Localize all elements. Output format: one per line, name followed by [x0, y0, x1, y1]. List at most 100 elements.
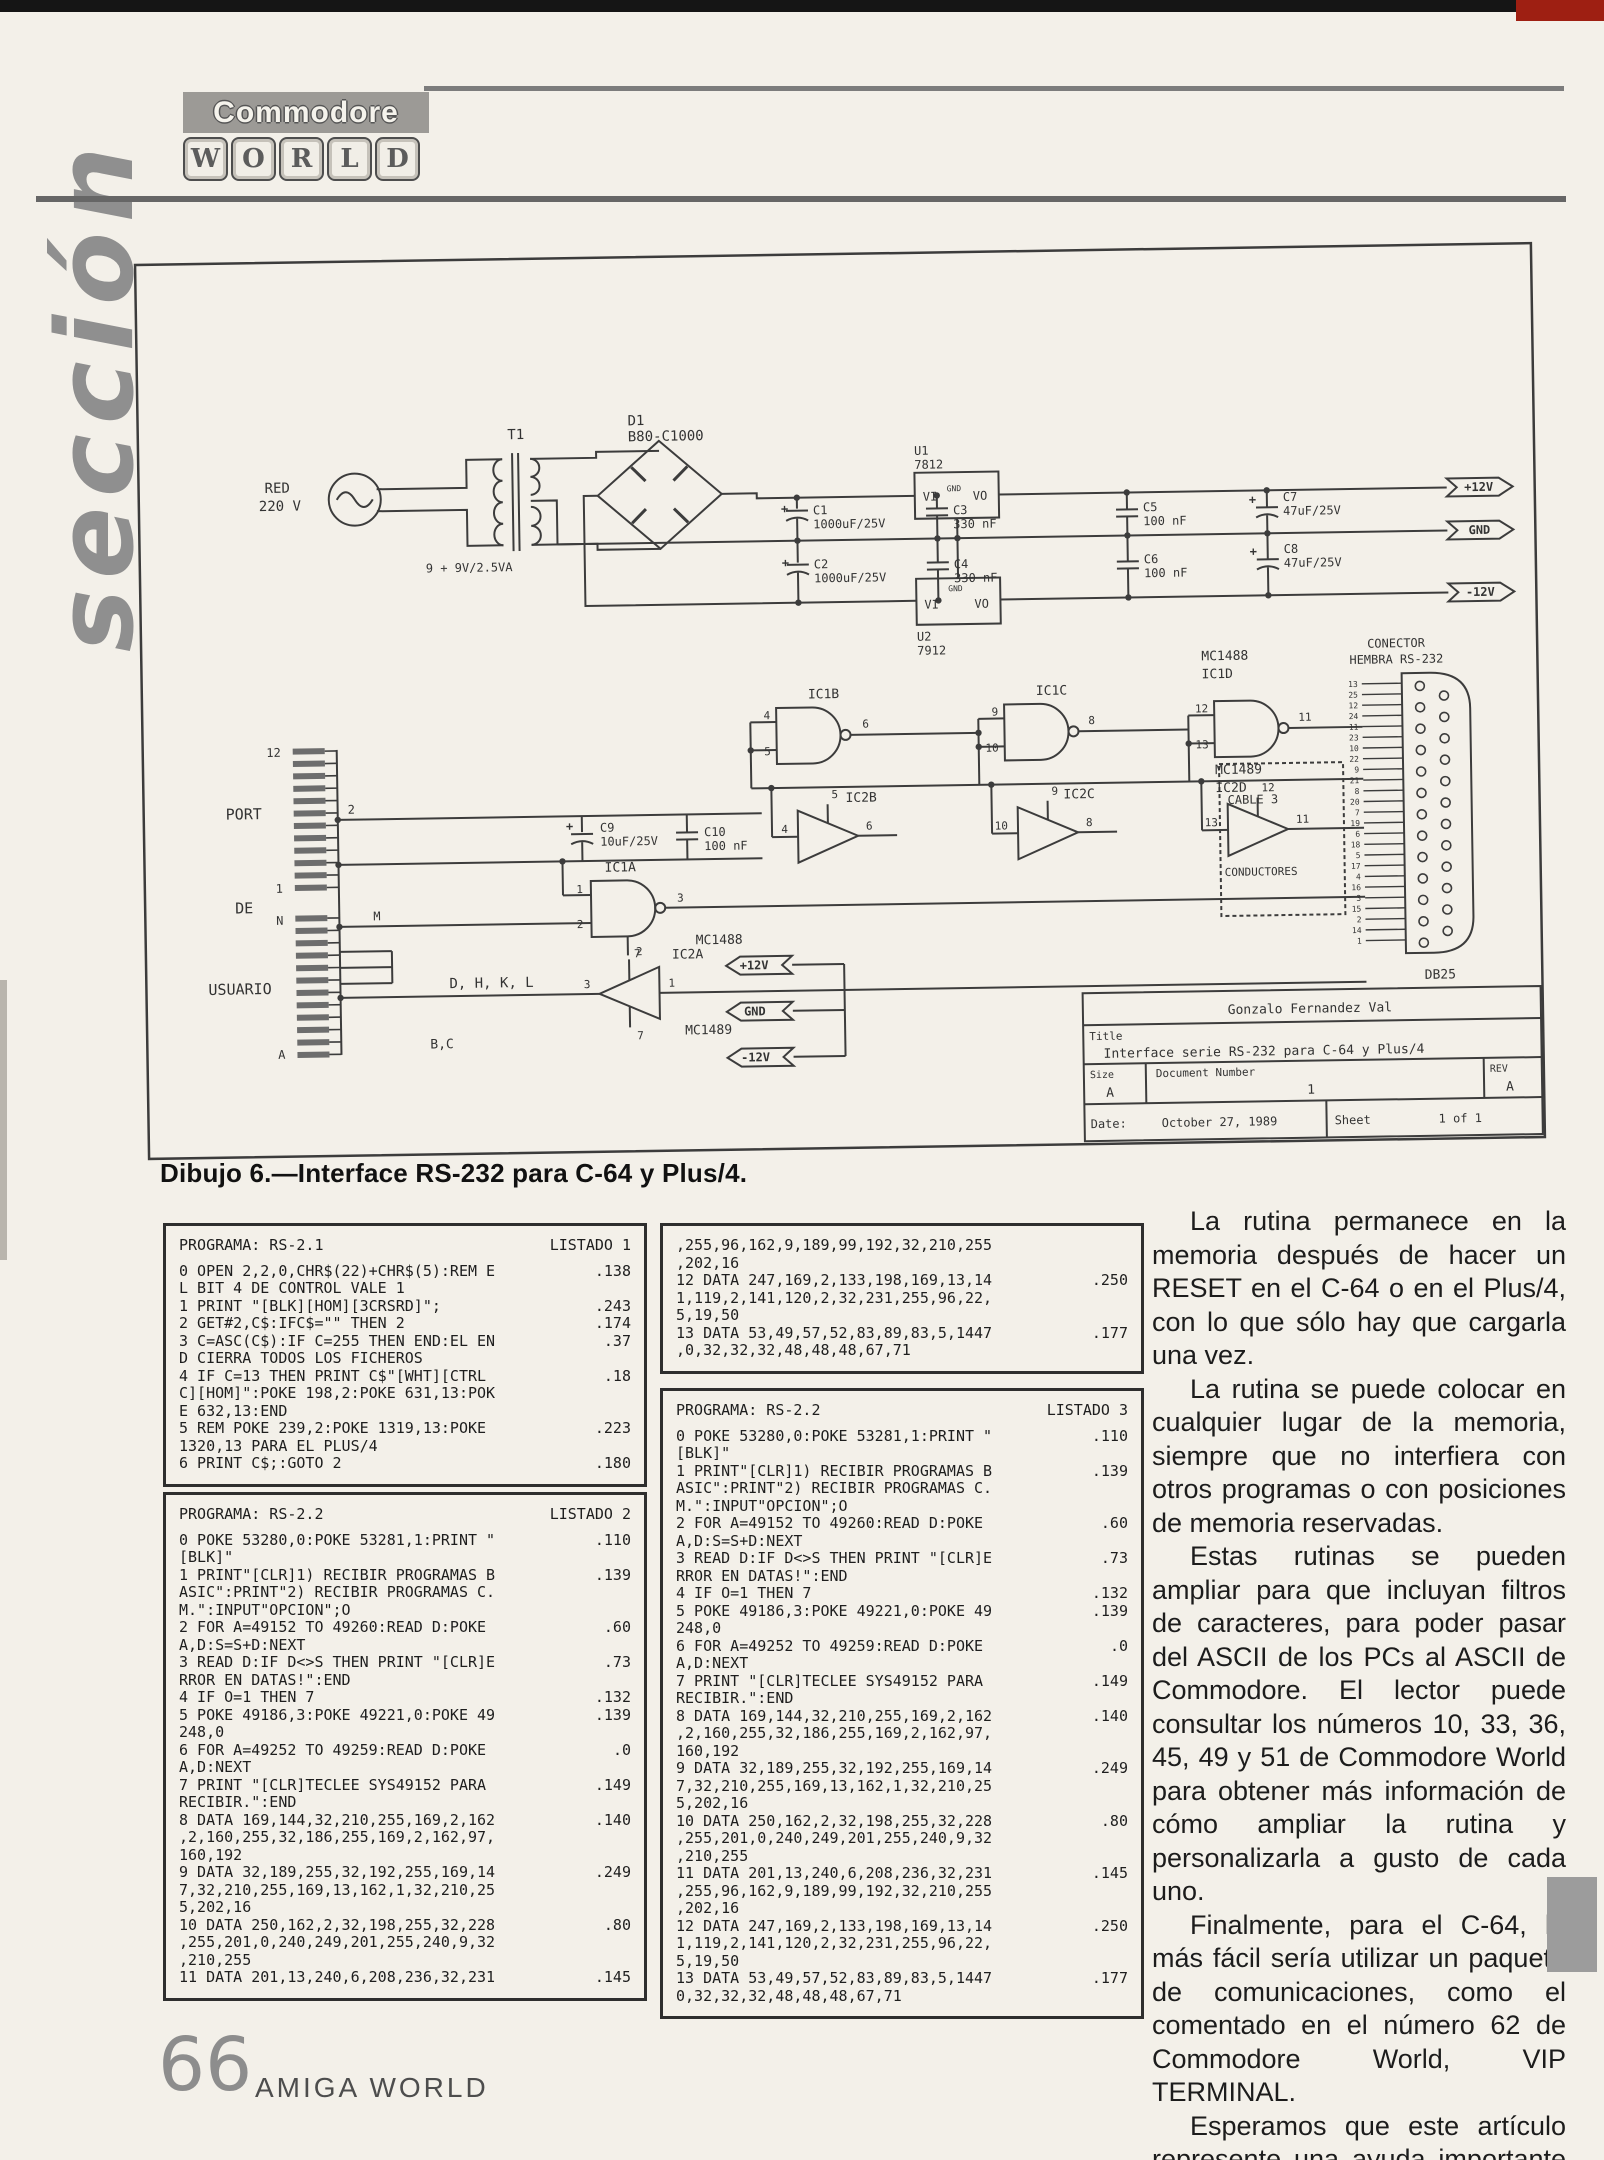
schematic-label: IC1C	[1036, 683, 1068, 698]
schematic-label: 6	[866, 820, 873, 833]
schematic-label: A	[1106, 1086, 1114, 1101]
schematic-label: Interface serie RS-232 para C-64 y Plus/…	[1103, 1042, 1424, 1062]
schematic-label: B80-C1000	[628, 428, 704, 445]
page-number: 66	[158, 2022, 253, 2108]
listing-2-label: LISTADO 2	[549, 1505, 631, 1523]
listing-2-continuation-box: ,255,96,162,9,189,99,192,32,210,255,202,…	[660, 1223, 1144, 1374]
schematic-label: 1 of 1	[1439, 1111, 1483, 1126]
listing-line: 2 FOR A=49152 TO 49260:READ D:POKE.60	[179, 1618, 631, 1636]
schematic-label: 1000uF/25V	[813, 516, 885, 531]
schematic-label: 220 V	[259, 498, 302, 515]
listing-line: 160,192	[676, 1741, 740, 1760]
article-text-column: La rutina permanece en la memoria despué…	[1152, 1205, 1566, 2160]
svg-text:4: 4	[1356, 872, 1361, 881]
schematic-label: 10	[985, 742, 998, 755]
svg-text:15: 15	[1352, 905, 1362, 914]
listing-3-header: PROGRAMA: RS-2.2 LISTADO 3	[676, 1401, 1128, 1420]
listing-line: 4 IF C=13 THEN PRINT C$"[WHT][CTRL.18	[179, 1366, 631, 1385]
svg-text:18: 18	[1351, 840, 1361, 849]
listing-line: 7 PRINT "[CLR]TECLEE SYS49152 PARA.149	[676, 1671, 1128, 1690]
schematic-label: 330 nF	[954, 571, 998, 586]
listing-line: RECIBIR.":END	[676, 1689, 794, 1707]
listing-line: 9 DATA 32,189,255,32,192,255,169,14.249	[676, 1759, 1128, 1777]
listing-line: 6 PRINT C$;:GOTO 2.180	[179, 1454, 631, 1472]
svg-text:7: 7	[1355, 808, 1360, 817]
header-rule-top	[424, 86, 1564, 91]
listing-line: M.":INPUT"OPCION";O	[676, 1496, 848, 1515]
schematic-label: MC1488	[1201, 649, 1248, 665]
listing-2-box: PROGRAMA: RS-2.2 LISTADO 2 0 POKE 53280,…	[163, 1492, 647, 2001]
listing-line: 12 DATA 247,169,2,133,198,169,13,14.250	[676, 1271, 1128, 1289]
listing-line: 13 DATA 53,49,57,52,83,89,83,5,1447.177	[676, 1323, 1128, 1342]
schematic-label: C10	[704, 825, 726, 839]
schematic-label: RED	[264, 481, 290, 497]
schematic-label: +12V	[740, 958, 769, 972]
svg-text:19: 19	[1350, 819, 1360, 828]
schematic-label: C7	[1283, 490, 1298, 504]
svg-text:20: 20	[1350, 798, 1360, 807]
listing-1-header: PROGRAMA: RS-2.1 LISTADO 1	[179, 1236, 631, 1255]
listing-line: ,255,96,162,9,189,99,192,32,210,255	[676, 1881, 993, 1900]
listing-line: 5 POKE 49186,3:POKE 49221,0:POKE 49.139	[179, 1705, 631, 1724]
schematic-label: -12V	[1466, 585, 1495, 599]
schematic-label: Size	[1090, 1070, 1114, 1081]
listing-line: 3 C=ASC(C$):IF C=255 THEN END:EL EN.37	[179, 1331, 631, 1350]
listing-line: ,2,160,255,32,186,255,169,2,162,97,	[179, 1828, 496, 1846]
schematic-label: 2	[577, 918, 584, 931]
schematic-label: 8	[1088, 714, 1095, 727]
listing-line: ,210,255	[676, 1846, 749, 1865]
schematic-label: 1	[576, 883, 583, 896]
listing-line: ,255,201,0,240,249,201,255,240,9,32	[179, 1933, 496, 1951]
schematic-label: HEMBRA RS-232	[1349, 652, 1443, 667]
schematic-label: 9	[1051, 785, 1058, 798]
schematic-label: +12V	[1464, 480, 1493, 494]
listing-line: RROR EN DATAS!":END	[179, 1670, 351, 1689]
commodore-logo: Commodore	[183, 92, 429, 133]
svg-text:25: 25	[1348, 691, 1358, 700]
schematic-label: 7812	[914, 457, 943, 471]
svg-text:5: 5	[1356, 851, 1361, 860]
listing-line: 8 DATA 169,144,32,210,255,169,2,162.140	[676, 1706, 1128, 1725]
schematic-svg: 1325122411231022921820719618517416315214…	[133, 241, 1547, 1161]
scan-top-red-mark	[1516, 0, 1604, 21]
listing-line: 0 OPEN 2,2,0,CHR$(22)+CHR$(5):REM E.138	[179, 1261, 631, 1280]
listing-line: A,D:NEXT	[676, 1654, 749, 1672]
svg-text:14: 14	[1352, 926, 1362, 935]
schematic-label: 12	[1261, 781, 1274, 794]
article-paragraph: La rutina se puede colocar en cualquier …	[1152, 1373, 1566, 1538]
schematic-label: Title	[1089, 1030, 1122, 1044]
listing-line: 9 DATA 32,189,255,32,192,255,169,14.249	[179, 1863, 631, 1881]
listing-line: 0 POKE 53280,0:POKE 53281,1:PRINT ".110	[676, 1426, 1128, 1445]
schematic-label: IC2B	[845, 790, 877, 805]
end-of-article-marker	[1547, 1877, 1597, 1972]
schematic-label: 12	[1195, 702, 1208, 715]
listing-line: 1320,13 PARA EL PLUS/4	[179, 1436, 378, 1455]
svg-text:24: 24	[1349, 712, 1359, 721]
schematic-label: 7912	[917, 643, 946, 657]
schematic-label: +	[782, 556, 789, 570]
svg-text:16: 16	[1351, 883, 1361, 892]
schematic-label: GND	[947, 484, 962, 493]
listing-2-program: PROGRAMA: RS-2.2	[179, 1505, 324, 1523]
svg-text:21: 21	[1350, 776, 1360, 785]
schematic-label: C3	[953, 503, 968, 517]
svg-text:8: 8	[1355, 787, 1360, 796]
schematic-label: C4	[954, 557, 969, 571]
listing-line: 2 FOR A=49152 TO 49260:READ D:POKE.60	[676, 1514, 1128, 1532]
schematic-label: 3	[677, 891, 684, 904]
schematic-label: Date:	[1091, 1117, 1127, 1132]
schematic-label: MC1488	[696, 933, 743, 949]
schematic-label: 13	[1205, 816, 1218, 829]
header-rule-bottom	[36, 196, 1566, 202]
schematic-label: 47uF/25V	[1284, 555, 1342, 570]
schematic-label: GND	[1468, 523, 1490, 537]
svg-text:22: 22	[1349, 755, 1359, 764]
schematic-label: 3	[584, 978, 591, 991]
schematic-label: +	[1249, 492, 1256, 506]
junction-dots	[334, 487, 1272, 1002]
article-paragraph: Finalmente, para el C-64, lo más fácil s…	[1152, 1909, 1566, 2108]
listing-line: 5,19,50	[676, 1951, 740, 1970]
